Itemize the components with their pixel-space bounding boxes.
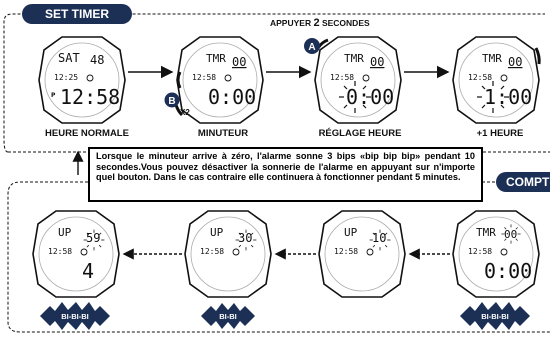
watch-line1b: 30 (238, 231, 252, 245)
watch-main-time: 12:58 (60, 85, 120, 109)
watch-small-time: 12:58 (200, 247, 224, 256)
watch-line1: UP (210, 226, 224, 239)
button-b-badge: B X2 (164, 92, 190, 117)
watch-line1b: 00 (370, 55, 384, 69)
watch-line1b: 00 (232, 55, 246, 69)
beep-label: BI-BI-BI (481, 312, 509, 321)
watch-line1b: 00 (508, 55, 522, 69)
beep-badge-shape (201, 303, 255, 329)
watch-count-up-59: UP 59 12:58 4 (32, 210, 120, 298)
label-plus-one-hour: +1 HEURE (476, 128, 524, 139)
button-a-badge: A (304, 38, 320, 54)
watch-line1: TMR (344, 52, 364, 65)
beep-label: BI-BI-BI (61, 312, 89, 321)
top-section-frame (3, 13, 545, 153)
count-title: COMPT (496, 172, 550, 192)
watch-line1b: 59 (86, 231, 100, 245)
svg-text:A: A (308, 42, 315, 53)
watch-small-time: 12:58 (48, 247, 72, 256)
watch-line1: UP (58, 226, 72, 239)
hold-instruction-num: 2 (313, 17, 320, 29)
watch-small-time: 12:58 (468, 247, 492, 256)
watch-line1: TMR (476, 226, 496, 239)
watch-small-time: 12:58 (334, 247, 358, 256)
watch-line1: TMR (206, 52, 226, 65)
label-reglage-heure: RÉGLAGE HEURE (318, 128, 402, 139)
watch-small-time: 12:25 (54, 73, 78, 82)
beep-badge-shape (40, 302, 110, 330)
watch-small-time: 12:58 (192, 73, 216, 82)
watch-main-time: 0:00 (208, 85, 256, 109)
watch-small-time: 12:58 (330, 73, 354, 82)
beep-badge-shape (460, 302, 530, 330)
watch-normal-time: SAT 48 12:25 P 12:58 (38, 36, 126, 124)
watch-main-time: 0:00 (484, 259, 532, 283)
watch-small-time: 12:58 (468, 73, 492, 82)
watch-pm-mark: P (51, 92, 56, 99)
label-minuteur: MINUTEUR (197, 128, 249, 139)
watch-line1b: 10 (372, 231, 386, 245)
watch-count-up-30: UP 30 12:58 (184, 210, 272, 298)
watch-plus-one-hour: TMR 00 12:58 1:00 (452, 36, 541, 124)
watch-main-time: 4 (82, 259, 94, 283)
alarm-note: Lorsque le minuteur arrive à zéro, l'ala… (88, 147, 483, 202)
watch-timer: TMR 00 12:58 0:00 (174, 36, 264, 124)
set-timer-title: SET TIMER (22, 4, 132, 24)
watch-line1: SAT (58, 51, 80, 65)
beep-label: BI-BI (219, 312, 237, 321)
hold-instruction-post: SECONDES (319, 18, 370, 28)
watch-main-time: 1:00 (484, 85, 532, 109)
watch-set-hour: TMR 00 12:58 0:00 (314, 36, 402, 124)
watch-line1b: 48 (90, 53, 104, 67)
watch-main-time: 0:00 (346, 85, 394, 109)
hold-instruction-pre: APPUYER (270, 18, 314, 28)
watch-line1b: 00 (504, 228, 517, 241)
watch-line1: TMR (482, 52, 502, 65)
hold-instruction: APPUYER 2 SECONDES (270, 17, 370, 29)
button-b-count: X2 (180, 108, 190, 117)
watch-timer-zero: TMR 00 12:58 0:00 (452, 210, 540, 298)
svg-text:B: B (168, 96, 175, 107)
label-heure-normale: HEURE NORMALE (45, 128, 129, 139)
watch-count-up-10: UP 10 12:58 (318, 210, 406, 298)
watch-line1: UP (344, 226, 358, 239)
